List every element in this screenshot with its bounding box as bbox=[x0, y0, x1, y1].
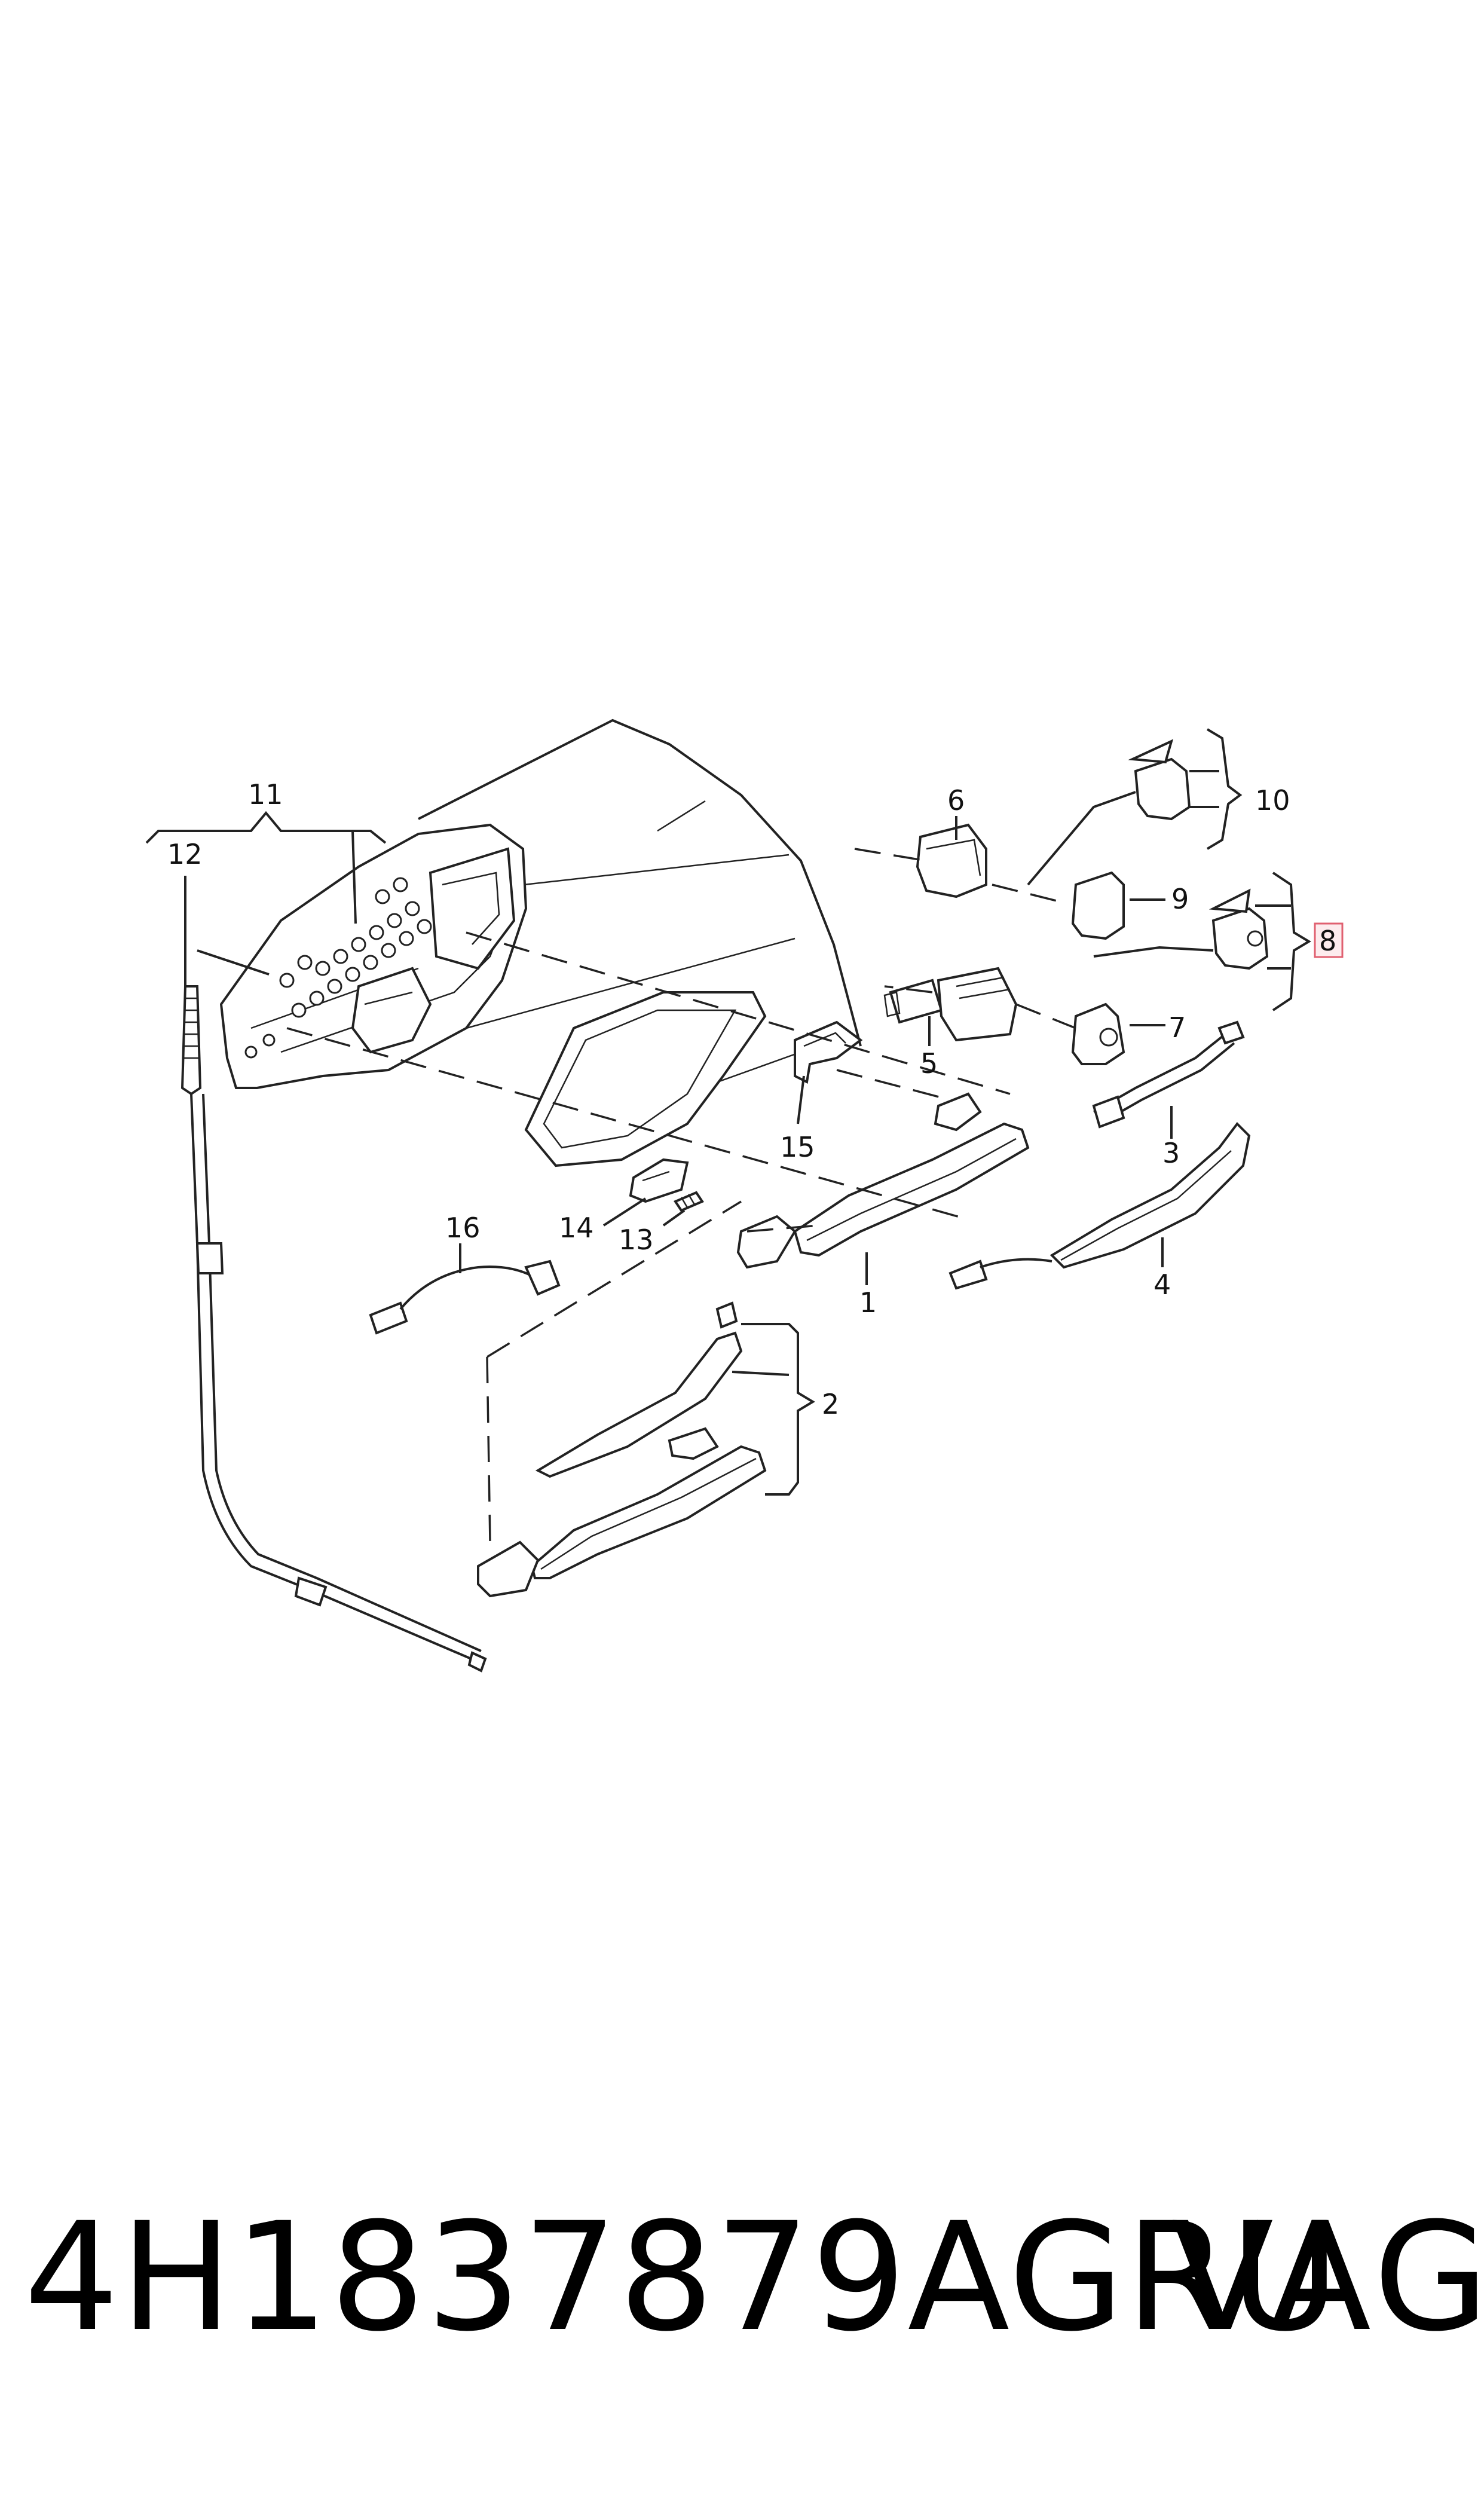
bracket-part-6 bbox=[916, 823, 987, 898]
label-10: 10 bbox=[1255, 784, 1290, 817]
cap-part-7 bbox=[1071, 1002, 1125, 1065]
label-1: 1 bbox=[859, 1286, 877, 1319]
assembly-lines bbox=[286, 848, 1076, 1543]
label-14: 14 bbox=[559, 1212, 594, 1244]
label-8: 8 bbox=[1319, 925, 1336, 957]
sensor-part-16 bbox=[369, 1259, 561, 1335]
label-4: 4 bbox=[1153, 1268, 1171, 1301]
screw-part-13 bbox=[674, 1191, 704, 1212]
label-11: 11 bbox=[248, 778, 283, 811]
label-16: 16 bbox=[445, 1212, 481, 1244]
footer: 4H1837879AGRU VAG bbox=[0, 2188, 1484, 2367]
handle-carrier-part-11 bbox=[219, 823, 528, 1089]
door-handle-part-1 bbox=[736, 1092, 1030, 1269]
trim-ring bbox=[524, 991, 767, 1167]
cable-part-12 bbox=[180, 985, 487, 1673]
label-2: 2 bbox=[822, 1388, 839, 1420]
part-number-text: 4H1837879AGRU bbox=[24, 2190, 1341, 2364]
label-15: 15 bbox=[780, 1131, 815, 1163]
seal-part-14 bbox=[629, 1158, 689, 1203]
label-9: 9 bbox=[1171, 883, 1189, 915]
carrier-holes bbox=[244, 877, 432, 1059]
label-12: 12 bbox=[167, 838, 203, 870]
brand-text: VAG bbox=[1171, 2190, 1484, 2364]
label-6: 6 bbox=[947, 784, 965, 817]
seal-part-15 bbox=[794, 1020, 863, 1084]
leader-lines bbox=[145, 728, 1311, 1496]
cap-part-9 bbox=[1071, 871, 1125, 940]
callout-labels: 11 12 6 10 9 8 7 5 15 3 16 14 13 1 4 2 bbox=[167, 778, 1344, 1420]
cap-part-8 bbox=[1208, 888, 1269, 970]
label-5: 5 bbox=[920, 1047, 938, 1080]
label-13: 13 bbox=[619, 1224, 654, 1256]
lock-cylinder-part-5 bbox=[883, 967, 1018, 1042]
label-7: 7 bbox=[1168, 1011, 1186, 1044]
wiring-part-3 bbox=[1092, 1020, 1245, 1129]
handle-part-4 bbox=[948, 1121, 1251, 1290]
label-3: 3 bbox=[1162, 1137, 1180, 1169]
label-8-highlight bbox=[1314, 922, 1344, 958]
cap-part-10 bbox=[1128, 739, 1191, 821]
door-handle-part-2 bbox=[477, 1301, 767, 1598]
